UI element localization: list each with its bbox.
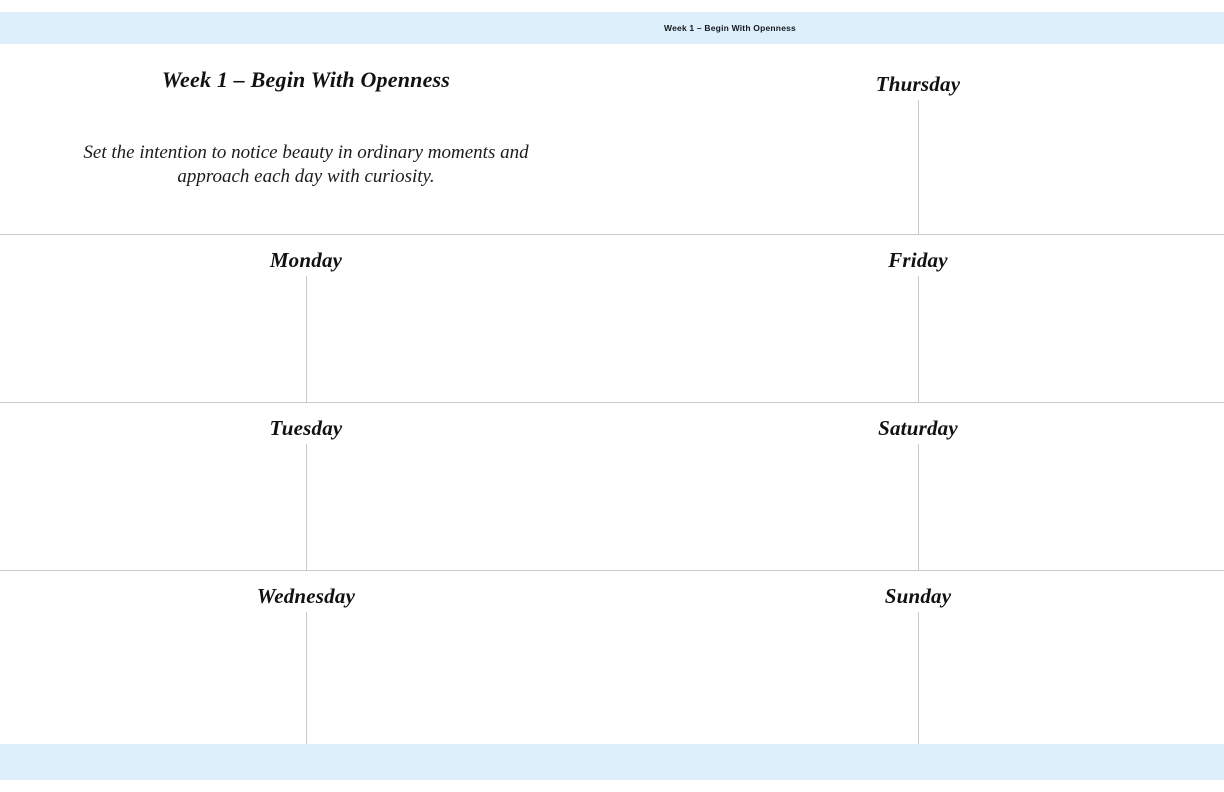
header-band: Week 1 – Begin With Openness	[0, 12, 1224, 44]
week-intro: Week 1 – Begin With Openness Set the int…	[0, 44, 612, 234]
day-heading-sunday: Sunday	[884, 584, 952, 608]
week-row-1: Week 1 – Begin With Openness Set the int…	[0, 44, 1224, 234]
week-title: Week 1 – Begin With Openness	[161, 67, 451, 92]
day-heading-wednesday: Wednesday	[256, 584, 356, 608]
week-grid: Week 1 – Begin With Openness Set the int…	[0, 44, 1224, 744]
day-cell-friday[interactable]: Friday	[612, 234, 1224, 402]
day-stem-wednesday	[305, 612, 307, 744]
day-cell-thursday[interactable]: Thursday	[612, 44, 1224, 234]
day-heading-tuesday: Tuesday	[269, 416, 343, 440]
week-row-3: Tuesday Saturday	[0, 402, 1224, 570]
day-cell-wednesday[interactable]: Wednesday	[0, 570, 612, 744]
day-heading-saturday: Saturday	[878, 416, 958, 440]
day-stem-monday	[305, 276, 307, 402]
day-heading-friday: Friday	[888, 248, 948, 272]
week-row-4: Wednesday Sunday	[0, 570, 1224, 744]
day-stem-thursday	[917, 100, 919, 234]
week-row-2: Monday Friday	[0, 234, 1224, 402]
row-divider-1	[0, 234, 1224, 235]
day-stem-friday	[917, 276, 919, 402]
day-cell-saturday[interactable]: Saturday	[612, 402, 1224, 570]
row-divider-2	[0, 402, 1224, 403]
day-cell-sunday[interactable]: Sunday	[612, 570, 1224, 744]
day-stem-tuesday	[305, 444, 307, 570]
week-intro-cell: Week 1 – Begin With Openness Set the int…	[0, 44, 612, 234]
day-cell-monday[interactable]: Monday	[0, 234, 612, 402]
row-divider-3	[0, 570, 1224, 571]
week-intention-text: Set the intention to notice beauty in or…	[83, 142, 529, 187]
footer-band	[0, 744, 1224, 780]
running-head-text: Week 1 – Begin With Openness	[664, 23, 796, 33]
day-cell-tuesday[interactable]: Tuesday	[0, 402, 612, 570]
day-stem-saturday	[917, 444, 919, 570]
day-stem-sunday	[917, 612, 919, 744]
day-heading-monday: Monday	[269, 248, 343, 272]
day-heading-thursday: Thursday	[875, 72, 961, 96]
